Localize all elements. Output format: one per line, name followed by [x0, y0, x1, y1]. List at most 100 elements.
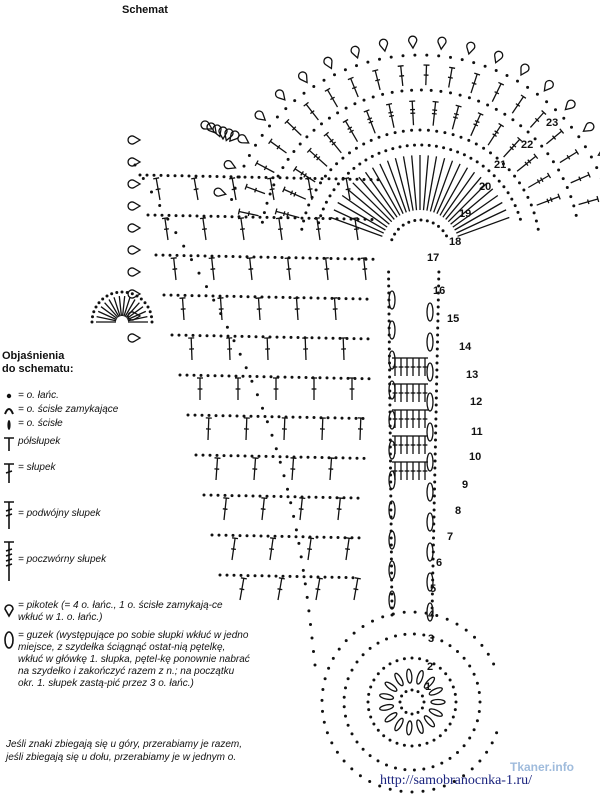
- chain-stitch: [249, 414, 253, 418]
- round-number-6: 6: [436, 557, 442, 569]
- chain-stitch: [401, 223, 405, 227]
- chain-stitch: [190, 294, 194, 298]
- legend-item-picot: = pikotek (= 4 o. łańc., 1 o. ścisłe zam…: [0, 600, 250, 624]
- chain-stitch: [294, 535, 298, 539]
- chain-stitch: [421, 789, 425, 793]
- chain-stitch: [366, 60, 370, 64]
- stitch-top: [268, 138, 273, 145]
- bobble-stitch: [406, 668, 413, 684]
- chain-stitch: [378, 784, 382, 788]
- chain-stitch: [390, 564, 393, 568]
- chain-stitch: [331, 336, 335, 340]
- stitch-bar: [278, 228, 283, 231]
- stitch-bar: [552, 135, 557, 140]
- stitch-top: [533, 153, 539, 160]
- chain-stitch: [341, 156, 345, 160]
- half-double-stitch: [124, 299, 136, 318]
- chain-stitch: [198, 334, 202, 338]
- bobble-stitch: [388, 350, 396, 370]
- chain-stitch: [502, 185, 506, 189]
- stitch-bar: [586, 199, 590, 205]
- half-double-stitch: [100, 306, 118, 320]
- chain-stitch: [486, 652, 490, 656]
- chain-stitch: [174, 214, 178, 218]
- legend-item-bobble: = guzek (występujące po sobie słupki wkł…: [0, 630, 250, 690]
- stitch-top: [237, 208, 241, 215]
- chain-stitch: [434, 431, 438, 435]
- chain-stitch: [352, 166, 356, 170]
- chain-stitch: [254, 143, 257, 147]
- chain-stitch: [334, 177, 338, 181]
- chain-stitch: [92, 310, 96, 314]
- chain-stitch: [218, 294, 222, 298]
- chain-stitch: [389, 543, 393, 547]
- chain-stitch: [518, 217, 522, 221]
- chain-stitch: [472, 728, 476, 732]
- chain-stitch: [472, 672, 476, 676]
- treble-stitch: [379, 163, 404, 214]
- chain-stitch: [382, 666, 386, 670]
- chain-stitch: [378, 57, 381, 61]
- stitch-bar: [269, 548, 274, 551]
- chain-stitch: [234, 374, 238, 378]
- bobble-stitch: [426, 302, 434, 322]
- chain-stitch: [427, 143, 431, 147]
- stitch-bar: [286, 268, 292, 270]
- chain-stitch: [260, 574, 264, 578]
- chain-stitch: [275, 335, 279, 339]
- stitch-bar: [331, 141, 337, 146]
- picot-stitch: [200, 120, 214, 130]
- chain-stitch: [299, 455, 303, 459]
- stitch-bar: [354, 228, 359, 231]
- chain-stitch: [274, 574, 278, 578]
- chain-stitch: [345, 337, 349, 340]
- chain-stitch: [554, 108, 557, 112]
- chain-stitch: [207, 413, 211, 417]
- chain-stitch: [208, 453, 212, 457]
- diagram-title: Schemat: [122, 4, 168, 16]
- stitch-top: [324, 87, 331, 92]
- stitch-bar: [307, 548, 312, 551]
- stitch-bar: [515, 103, 521, 107]
- bobble-stitch: [384, 681, 398, 692]
- stitch-bar: [536, 179, 541, 184]
- chain-stitch: [299, 176, 303, 180]
- legend-item-treble: = podwójny słupek: [0, 500, 250, 530]
- legend-item-slip-closing: = o. ścisłe zamykające: [0, 404, 250, 416]
- picot-stitch: [543, 79, 554, 92]
- chain-stitch: [329, 535, 333, 539]
- chain-stitch: [270, 433, 274, 437]
- bobble-stitch: [394, 717, 404, 732]
- chain-stitch: [437, 270, 441, 274]
- chain-stitch: [478, 759, 482, 763]
- chain-stitch: [451, 685, 455, 689]
- chain-stitch: [474, 142, 478, 146]
- chain-stitch: [431, 635, 435, 639]
- chain-stitch: [360, 377, 364, 381]
- chain-stitch: [304, 211, 308, 215]
- chain-stitch: [551, 160, 555, 164]
- chain-stitch: [430, 592, 434, 596]
- chain-stitch: [348, 177, 352, 181]
- chain-stitch: [252, 534, 256, 538]
- chain-stitch: [250, 454, 254, 458]
- chain-stitch: [435, 375, 439, 379]
- chain-stitch: [455, 622, 459, 626]
- stitch-top: [360, 257, 367, 260]
- chain-stitch: [389, 55, 393, 59]
- chain-stitch: [201, 174, 205, 178]
- chain-stitch: [225, 325, 229, 329]
- treble-stitch: [422, 155, 429, 211]
- stitch-top: [161, 217, 168, 220]
- chain-stitch: [343, 257, 347, 261]
- half-double-stitch: [104, 302, 119, 318]
- chain-stitch: [227, 374, 231, 378]
- stitch-top: [306, 147, 312, 153]
- chain-stitch: [431, 765, 435, 769]
- picot-stitch: [229, 130, 240, 143]
- chain-stitch: [205, 334, 209, 338]
- chain-stitch: [442, 784, 446, 788]
- stitch-bar: [222, 508, 228, 510]
- picot-stitch: [494, 50, 504, 64]
- chain-stitch: [510, 197, 514, 201]
